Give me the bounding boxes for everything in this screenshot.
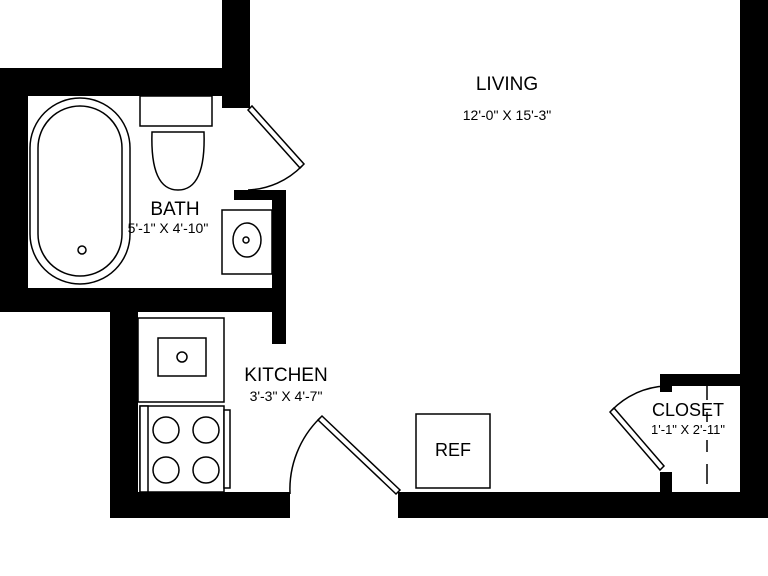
- wall-bath-bottom: [0, 288, 278, 312]
- wall-closet-left: [660, 374, 672, 392]
- living-label: LIVING: [476, 74, 538, 95]
- kitchen-door[interactable]: [289, 414, 402, 496]
- range: [139, 405, 231, 493]
- wall-bath-partition-right: [272, 190, 286, 344]
- bath-door-swing: [247, 165, 303, 191]
- closet-door[interactable]: [608, 385, 667, 472]
- kitchen-label: KITCHEN: [244, 365, 327, 386]
- toilet: [139, 95, 213, 191]
- toilet-tank: [139, 95, 213, 127]
- refrigerator-label: REF: [435, 440, 471, 460]
- wall-bath-left: [0, 68, 28, 312]
- kitchen-door-leaf: [316, 414, 402, 496]
- bathtub-inner: [37, 105, 123, 277]
- burner: [192, 416, 220, 444]
- closet-door-swing: [611, 385, 667, 411]
- burner: [152, 456, 180, 484]
- kitchen-fixtures: [137, 317, 231, 493]
- burner: [152, 416, 180, 444]
- bath-sink-drain: [242, 236, 250, 244]
- kitchen-door-swing: [289, 417, 321, 495]
- range-front-edge: [223, 409, 231, 489]
- bath-dimensions: 5'-1" X 4'-10": [128, 220, 209, 236]
- bath-fixtures: [29, 95, 273, 285]
- doors: [246, 104, 667, 496]
- range-backguard: [139, 405, 149, 493]
- bath-door[interactable]: [246, 104, 306, 191]
- walls: [0, 0, 768, 518]
- bathtub-drain: [77, 245, 87, 255]
- refrigerator-box: [415, 413, 491, 489]
- wall-living-bottom: [398, 492, 768, 518]
- toilet-bowl: [151, 131, 205, 191]
- wall-kitchen-left: [110, 300, 138, 518]
- room-labels: LIVING 12'-0" X 15'-3" BATH 5'-1" X 4'-1…: [128, 74, 726, 437]
- wall-right: [740, 0, 768, 392]
- wall-bath-partition-left: [234, 190, 244, 200]
- kitchen-dimensions: 3'-3" X 4'-7": [250, 388, 323, 404]
- closet-label: CLOSET: [652, 400, 724, 420]
- bathtub: [29, 97, 131, 285]
- bath-label: BATH: [150, 199, 199, 220]
- burner: [192, 456, 220, 484]
- wall-bath-top: [0, 68, 250, 96]
- refrigerator: REF: [415, 413, 491, 489]
- kitchen-sink-drain: [176, 351, 188, 363]
- wall-kitchen-bottom: [110, 492, 290, 518]
- wall-closet-right: [740, 374, 768, 518]
- bath-door-leaf: [246, 104, 306, 170]
- wall-bath-partition: [234, 190, 286, 200]
- wall-closet-left-lower: [660, 472, 672, 494]
- living-dimensions: 12'-0" X 15'-3": [463, 107, 551, 123]
- closet-dimensions: 1'-1" X 2'-11": [651, 422, 725, 437]
- bath-sink: [221, 209, 273, 275]
